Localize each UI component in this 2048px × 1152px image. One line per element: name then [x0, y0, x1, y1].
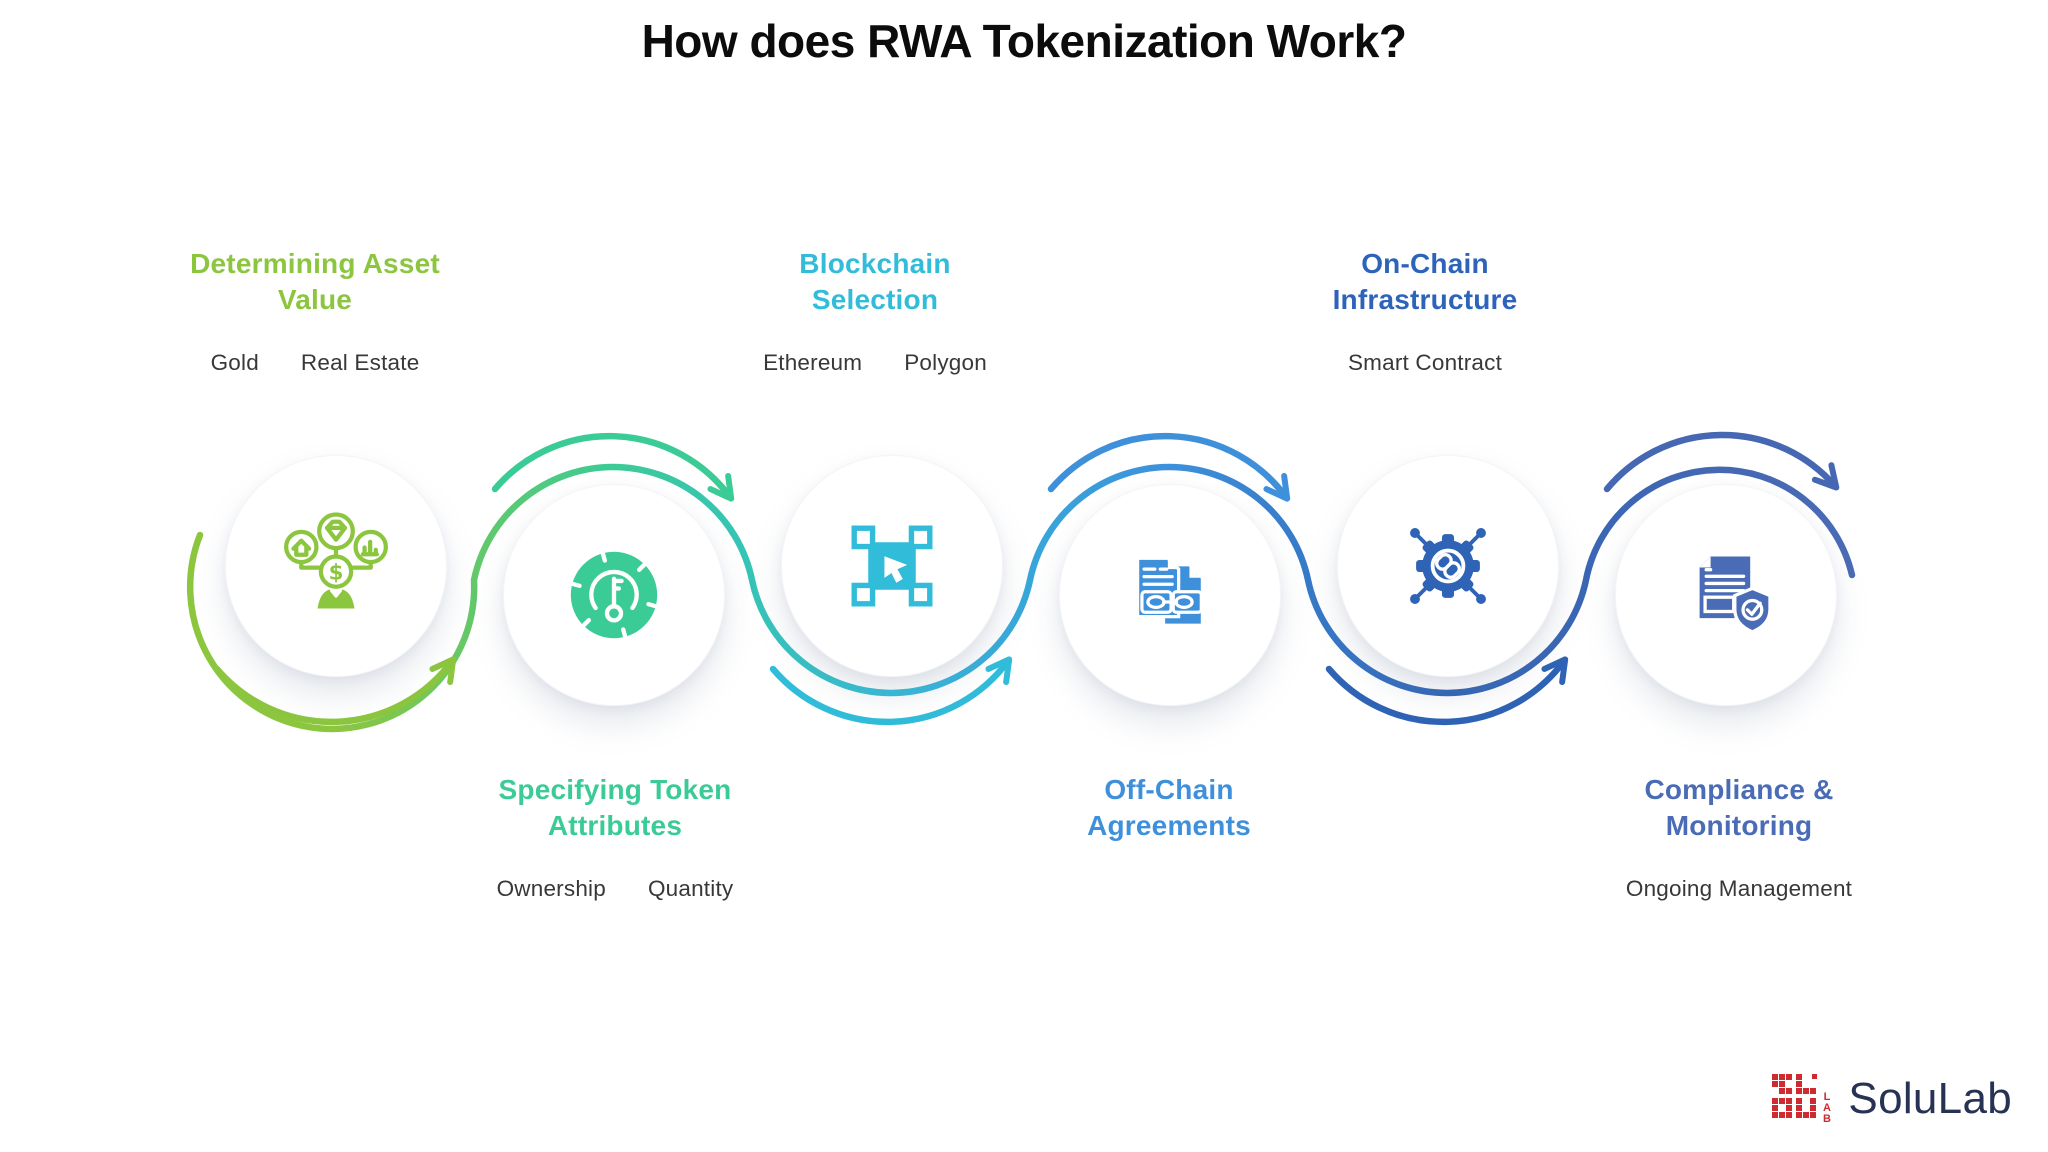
solulab-logo-text: SoluLab — [1848, 1074, 2012, 1123]
tag: Quantity — [647, 876, 734, 901]
onchain-gear-icon — [1410, 528, 1486, 604]
tag: Real Estate — [300, 350, 420, 375]
blockchain-selection-icon — [851, 525, 933, 607]
token-key-icon — [562, 543, 666, 647]
step-1-circle: $ — [225, 455, 447, 677]
step-4-circle — [1059, 484, 1281, 706]
tag: Polygon — [904, 350, 987, 375]
svg-text:L: L — [1824, 1091, 1831, 1103]
step-6-circle — [1615, 484, 1837, 706]
linked-documents-icon — [1135, 556, 1205, 627]
flow-arrow-1 — [213, 656, 457, 726]
solulab-logo-mark: L A B — [1772, 1074, 1831, 1124]
step-2-tags: Ownership Quantity — [385, 876, 845, 902]
flow-arrow-3 — [769, 656, 1013, 726]
tag: Gold — [210, 350, 259, 375]
flow-arrow-5 — [1325, 656, 1569, 726]
tag: Ownership — [496, 876, 606, 901]
svg-text:B: B — [1823, 1113, 1831, 1124]
asset-value-icon: $ — [284, 512, 388, 609]
step-5-tags: Smart Contract — [1195, 350, 1655, 376]
solulab-logo: L A B SoluLab — [1772, 1074, 2012, 1124]
tag: Smart Contract — [1347, 350, 1503, 375]
step-1-tags: Gold Real Estate — [85, 350, 545, 376]
svg-text:$: $ — [329, 560, 344, 585]
step-3-tags: Ethereum Polygon — [645, 350, 1105, 376]
step-3-circle — [781, 455, 1003, 677]
flow-arrow-6 — [1603, 431, 1840, 493]
compliance-shield-icon — [1699, 556, 1772, 634]
tag: Ongoing Management — [1625, 876, 1853, 901]
flow-arrow-2 — [491, 432, 735, 502]
step-6-tags: Ongoing Management — [1509, 876, 1969, 902]
tag: Ethereum — [763, 350, 863, 375]
svg-text:A: A — [1823, 1102, 1831, 1114]
flow-arrow-4 — [1047, 432, 1291, 502]
page-title: How does RWA Tokenization Work? — [641, 15, 1407, 67]
step-6-label: Compliance &Monitoring Ongoing Managemen… — [1509, 772, 1969, 902]
step-2-circle — [503, 484, 725, 706]
step-5-circle — [1337, 455, 1559, 677]
step-6-title: Compliance &Monitoring — [1644, 774, 1834, 841]
